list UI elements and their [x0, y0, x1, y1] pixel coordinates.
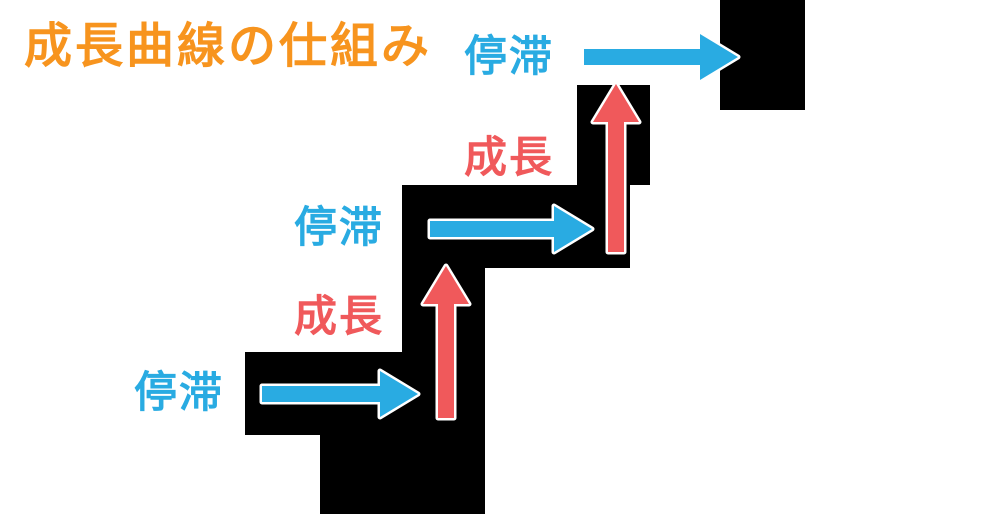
- growth-arrow-2-icon: [590, 81, 642, 255]
- stagnation-arrow-3-shape: [581, 31, 741, 83]
- stagnation-label-1: 停滞: [134, 368, 224, 418]
- stagnation-label-2: 停滞: [294, 203, 384, 253]
- stagnation-arrow-3-icon: [581, 31, 741, 83]
- stagnation-label-3: 停滞: [464, 32, 554, 82]
- growth-arrow-2-shape: [590, 81, 642, 255]
- stagnation-arrow-2-icon: [427, 203, 595, 255]
- growth-arrow-1-shape: [420, 263, 472, 421]
- growth-label-2: 成長: [464, 133, 554, 183]
- stair-step-base: [320, 435, 485, 514]
- diagram-title: 成長曲線の仕組み: [24, 18, 433, 74]
- stagnation-arrow-2-shape: [427, 203, 595, 255]
- stagnation-arrow-1-shape: [259, 368, 421, 420]
- stagnation-arrow-1-icon: [259, 368, 421, 420]
- growth-arrow-1-icon: [420, 263, 472, 421]
- growth-label-1: 成長: [294, 292, 384, 342]
